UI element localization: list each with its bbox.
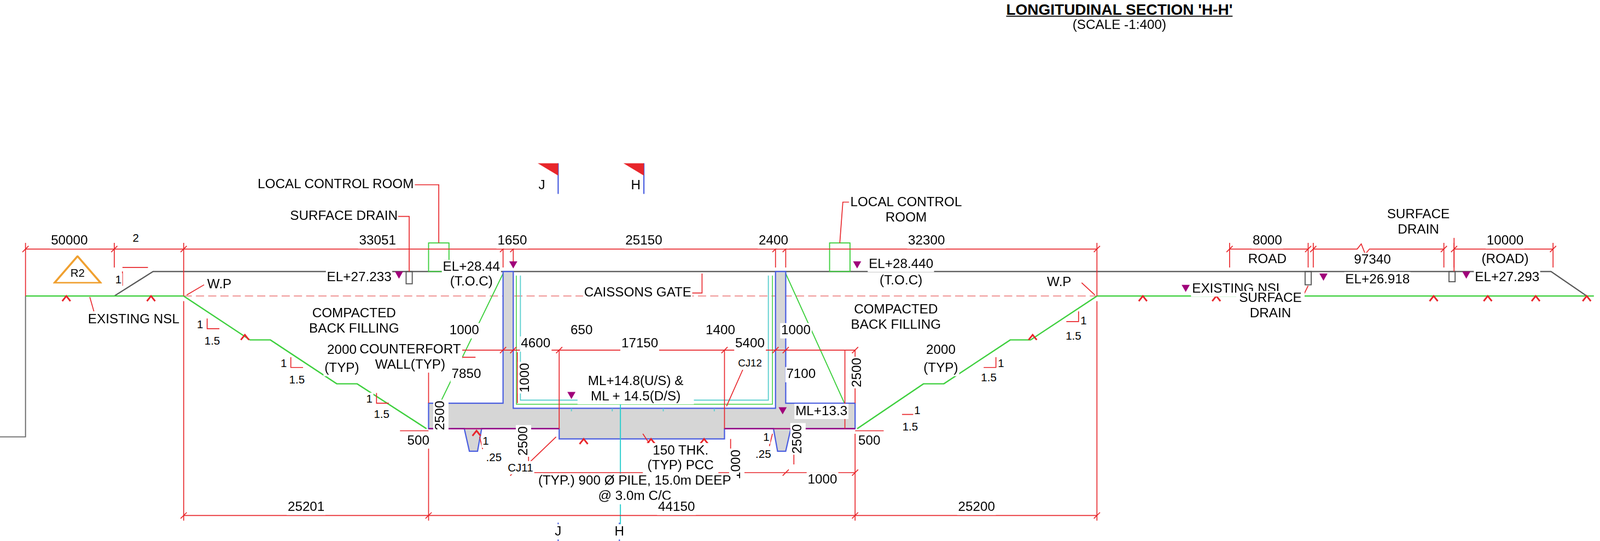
annotation-label: 1 bbox=[365, 392, 374, 406]
annotation-label: 1 bbox=[996, 357, 1005, 371]
annotation-label: H bbox=[630, 178, 642, 194]
annotation-label: 2500 bbox=[515, 425, 532, 457]
annotation-label: 1.5 bbox=[203, 334, 221, 348]
annotation-label: 1 bbox=[912, 403, 922, 417]
annotation-label: 1.5 bbox=[901, 420, 919, 434]
annotation-label: EL+28.44 bbox=[441, 259, 502, 276]
annotation-label: EL+27.233 bbox=[326, 270, 393, 286]
annotation-label: SURFACE DRAIN bbox=[1236, 291, 1305, 322]
annotation-label: EL+27.293 bbox=[1473, 270, 1541, 286]
annotation-label: 44150 bbox=[656, 499, 696, 515]
drawing-title: LONGITUDINAL SECTION 'H-H' bbox=[1005, 0, 1235, 19]
annotation-label: 1 bbox=[761, 430, 771, 444]
annotation-label: 2400 bbox=[757, 233, 790, 249]
annotation-label: 33051 bbox=[358, 233, 398, 249]
annotation-label: 500 bbox=[406, 433, 431, 449]
annotation-label: 32300 bbox=[906, 233, 946, 249]
annotation-label: 25150 bbox=[624, 233, 663, 249]
annotation-label: 2500 bbox=[849, 356, 865, 389]
annotation-label: 8000 bbox=[1251, 233, 1284, 249]
annotation-label: 2500 bbox=[433, 399, 449, 432]
annotation-label: 1000 bbox=[518, 362, 534, 394]
annotation-label: (T.O.C) bbox=[878, 272, 924, 289]
annotation-label: 1000 bbox=[448, 323, 481, 339]
annotation-label: 1.5 bbox=[373, 408, 391, 422]
annotation-label: W.P bbox=[206, 277, 233, 293]
annotation-label: EL+26.918 bbox=[1344, 271, 1411, 288]
annotation-label: ML+13.3 bbox=[794, 403, 849, 420]
annotation-label: ML+14.8(U/S) & ML + 14.5(D/S) bbox=[577, 373, 695, 405]
annotation-label: 1 bbox=[1079, 313, 1088, 328]
annotation-label: 500 bbox=[857, 433, 882, 449]
annotation-label: 650 bbox=[569, 323, 594, 339]
annotation-label: 1000 bbox=[780, 323, 812, 339]
annotation-label: COUNTERFORT WALL(TYP) bbox=[358, 341, 463, 373]
annotation-label: COMPACTED BACK FILLING bbox=[304, 306, 404, 337]
annotation-label: 2000 bbox=[924, 342, 957, 358]
annotation-label: 1650 bbox=[496, 233, 529, 249]
annotation-label: 25201 bbox=[286, 499, 326, 515]
annotation-label: 1.5 bbox=[979, 371, 998, 385]
annotation-label: .25 bbox=[485, 450, 503, 464]
annotation-label: 4600 bbox=[520, 336, 552, 352]
annotation-label: ROAD bbox=[1247, 251, 1288, 267]
annotation-label: (T.O.C) bbox=[449, 274, 494, 290]
annotation-label: CJ12 bbox=[736, 357, 763, 370]
annotation-label: EL+28.440 bbox=[867, 256, 935, 272]
annotation-label: CJ11 bbox=[506, 461, 534, 475]
annotation-label: 1 bbox=[195, 318, 205, 332]
annotation-label: 1.5 bbox=[288, 373, 306, 387]
annotation-label: 5400 bbox=[734, 336, 766, 352]
revision-mark: R2 bbox=[53, 255, 103, 279]
revision-triangle: R2 bbox=[53, 255, 103, 284]
annotation-label: 1 bbox=[114, 273, 123, 287]
annotation-label: 97340 bbox=[1352, 252, 1392, 269]
annotation-label: LOCAL CONTROL ROOM bbox=[256, 177, 415, 193]
annotation-label: J bbox=[537, 178, 547, 194]
scale-caption: (SCALE -1:400) bbox=[1071, 18, 1168, 34]
annotation-label: CAISSONS GATE bbox=[583, 285, 693, 301]
annotation-label: (TYP) bbox=[323, 361, 360, 377]
annotation-label: 150 THK. (TYP) PCC bbox=[642, 443, 719, 474]
annotation-label: H bbox=[613, 524, 626, 540]
annotation-label: 10000 bbox=[1485, 233, 1525, 249]
annotation-label: 50000 bbox=[49, 233, 89, 249]
annotation-label: 2500 bbox=[790, 423, 806, 456]
annotation-label: (TYP) bbox=[922, 361, 959, 377]
annotation-label: EXISTING NSL bbox=[86, 311, 181, 328]
annotation-label: 2 bbox=[131, 231, 141, 245]
annotation-label: 1400 bbox=[704, 323, 737, 339]
annotation-label: 7850 bbox=[450, 367, 483, 383]
annotation-label: 1.5 bbox=[1064, 329, 1082, 343]
annotation-label: 1 bbox=[279, 357, 288, 371]
annotation-label: 2000 bbox=[326, 342, 358, 358]
annotation-label: 1 bbox=[481, 434, 490, 448]
annotation-label: J bbox=[553, 524, 563, 540]
annotation-label: COMPACTED BACK FILLING bbox=[846, 301, 946, 333]
annotation-label: SURFACE DRAIN bbox=[1380, 207, 1457, 238]
annotation-label: 1000 bbox=[806, 472, 839, 488]
annotation-label: .25 bbox=[754, 448, 772, 462]
annotation-label: 17150 bbox=[620, 336, 660, 352]
annotation-label: 25200 bbox=[957, 499, 997, 515]
annotation-label: SURFACE DRAIN bbox=[288, 208, 399, 225]
annotation-label: (ROAD) bbox=[1480, 251, 1530, 267]
annotation-label: (TYP.) 900 Ø PILE, 15.0m DEEP @ 3.0m C/C bbox=[532, 473, 737, 505]
annotation-label: 7100 bbox=[785, 367, 818, 383]
annotation-label: W.P bbox=[1045, 275, 1073, 291]
annotation-label: LOCAL CONTROL ROOM bbox=[848, 195, 964, 226]
